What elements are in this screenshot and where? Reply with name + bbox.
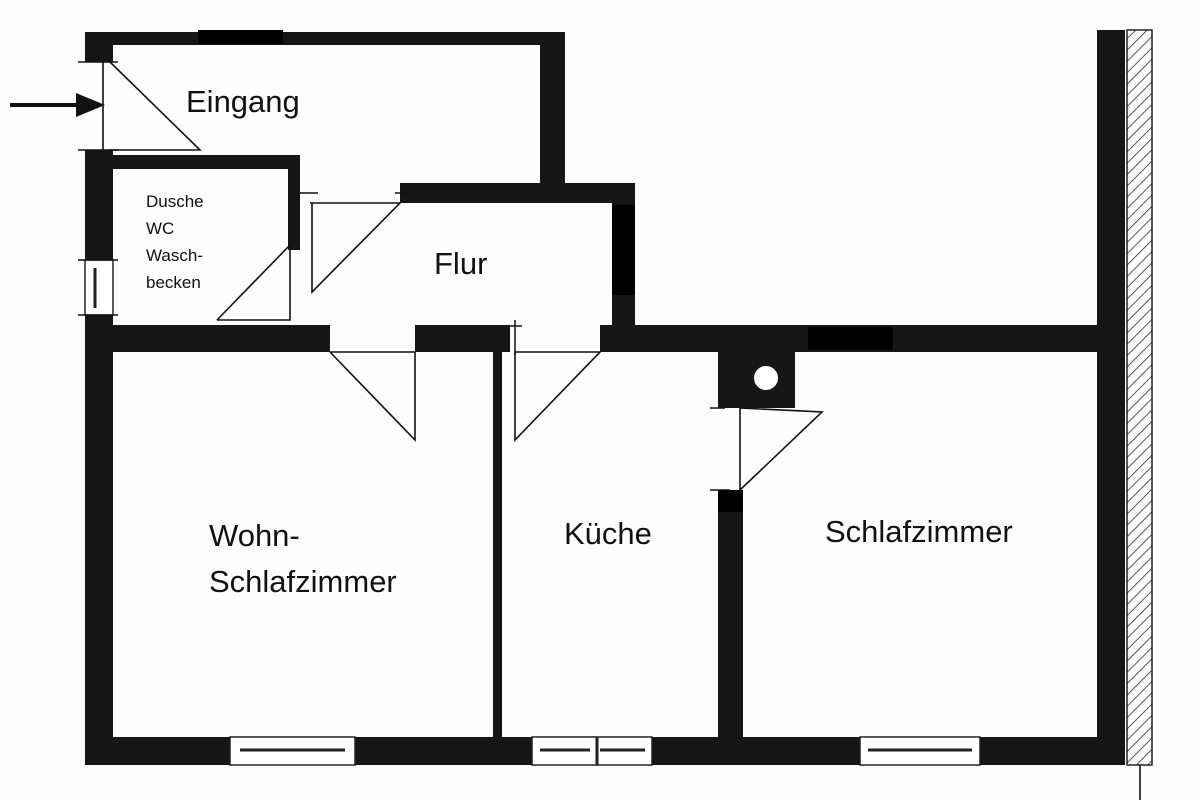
- wall: [400, 183, 635, 203]
- label-line: WC: [146, 219, 175, 238]
- label-line: Schlafzimmer: [209, 564, 397, 599]
- wall-window: [808, 327, 893, 350]
- label-line: Dusche: [146, 192, 204, 211]
- wall: [85, 315, 113, 765]
- arrow-right-icon: [10, 93, 105, 117]
- label-line: becken: [146, 273, 201, 292]
- room-label-eingang: Eingang: [186, 84, 300, 119]
- room-label-wohn: Wohn- Schlafzimmer: [209, 513, 397, 605]
- label-line: Wasch-: [146, 246, 203, 265]
- window-panes: [93, 268, 972, 752]
- hatched-exterior-wall: [1126, 29, 1153, 766]
- room-label-kueche: Küche: [564, 516, 652, 551]
- wall: [85, 150, 113, 260]
- window: [84, 259, 114, 316]
- label-line: Wohn-: [209, 518, 300, 553]
- room-label-flur: Flur: [434, 246, 488, 281]
- wall-window: [612, 205, 635, 295]
- wall: [85, 325, 330, 352]
- wall: [718, 490, 743, 512]
- tick-marks: [78, 61, 730, 491]
- wall: [288, 155, 300, 250]
- wall: [540, 32, 565, 202]
- chimney-flue: [754, 366, 778, 390]
- wall: [1097, 30, 1125, 765]
- room-label-bad: Dusche WC Wasch- becken: [146, 188, 204, 296]
- wall: [85, 32, 565, 45]
- room-label-schlafzimmer: Schlafzimmer: [825, 514, 1013, 549]
- wall: [718, 490, 743, 740]
- door-swings: [102, 61, 1141, 800]
- wall: [113, 155, 300, 169]
- wall: [493, 350, 502, 740]
- wall: [415, 325, 510, 352]
- wall-window: [198, 30, 283, 44]
- walls: [85, 30, 1125, 765]
